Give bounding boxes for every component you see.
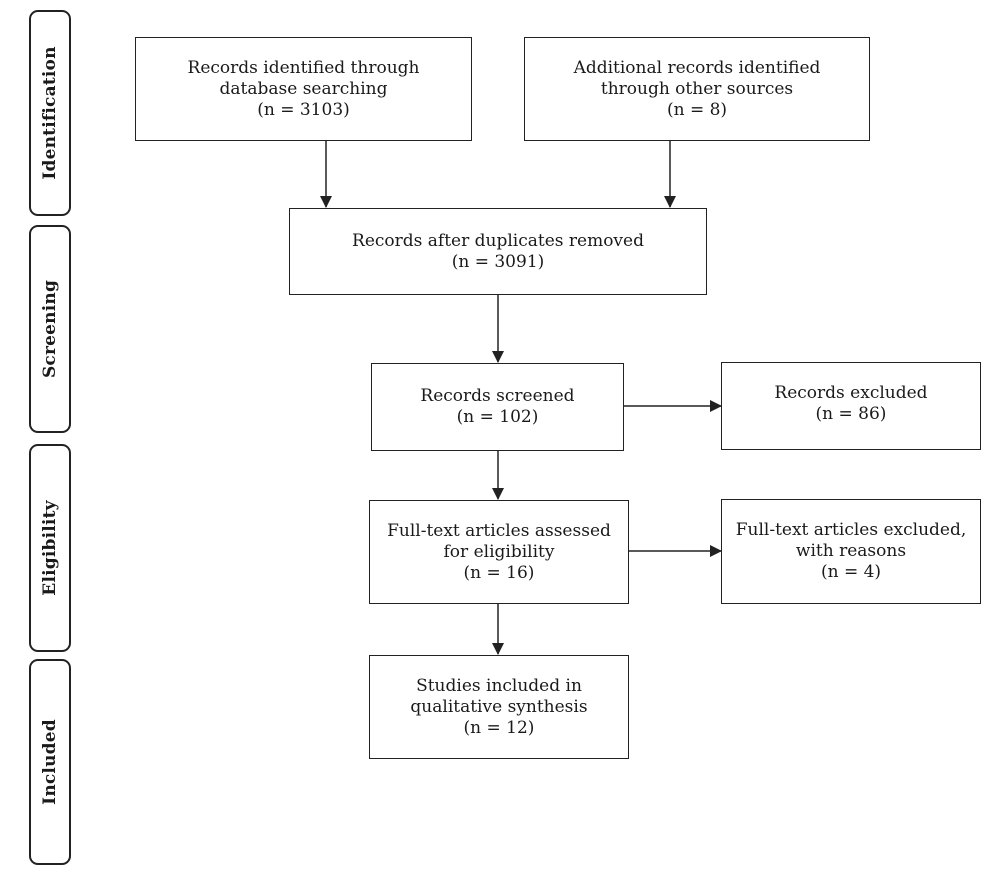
after-duplicates-line1: Records after duplicates removed xyxy=(352,230,644,251)
fulltext-assessed-count: (n = 16) xyxy=(463,562,535,583)
other-sources-line2: through other sources xyxy=(600,78,794,99)
records-excluded-count: (n = 86) xyxy=(815,404,887,424)
fulltext-assessed-line2: for eligibility xyxy=(443,541,555,562)
records-screened-count: (n = 102) xyxy=(456,407,539,427)
phase-identification: Identification xyxy=(29,10,71,216)
records-excluded-line1: Records excluded xyxy=(774,383,928,403)
database-search-line1: Records identified through xyxy=(187,57,420,78)
phase-screening: Screening xyxy=(29,225,71,433)
included-studies-line1: Studies included in xyxy=(416,675,582,696)
box-database-search: Records identified through database sear… xyxy=(135,37,472,141)
box-after-duplicates: Records after duplicates removed (n = 30… xyxy=(289,208,707,295)
box-records-excluded: Records excluded (n = 86) xyxy=(721,362,981,450)
fulltext-assessed-line1: Full-text articles assessed xyxy=(387,520,611,541)
box-records-screened: Records screened (n = 102) xyxy=(371,363,624,451)
box-other-sources: Additional records identified through ot… xyxy=(524,37,870,141)
box-fulltext-excluded: Full-text articles excluded, with reason… xyxy=(721,499,981,604)
other-sources-count: (n = 8) xyxy=(666,99,728,120)
phase-included: Included xyxy=(29,659,71,865)
box-fulltext-assessed: Full-text articles assessed for eligibil… xyxy=(369,500,629,604)
fulltext-excluded-line2: with reasons xyxy=(795,541,907,561)
database-search-line2: database searching xyxy=(219,78,388,99)
after-duplicates-count: (n = 3091) xyxy=(451,251,545,272)
box-included-studies: Studies included in qualitative synthesi… xyxy=(369,655,629,759)
records-screened-line1: Records screened xyxy=(420,386,575,406)
phase-eligibility: Eligibility xyxy=(29,444,71,652)
fulltext-excluded-line1: Full-text articles excluded, xyxy=(735,520,967,540)
included-studies-line2: qualitative synthesis xyxy=(410,696,588,717)
included-studies-count: (n = 12) xyxy=(463,717,535,738)
database-search-count: (n = 3103) xyxy=(257,99,350,120)
other-sources-line1: Additional records identified xyxy=(573,57,821,78)
fulltext-excluded-count: (n = 4) xyxy=(820,562,882,582)
